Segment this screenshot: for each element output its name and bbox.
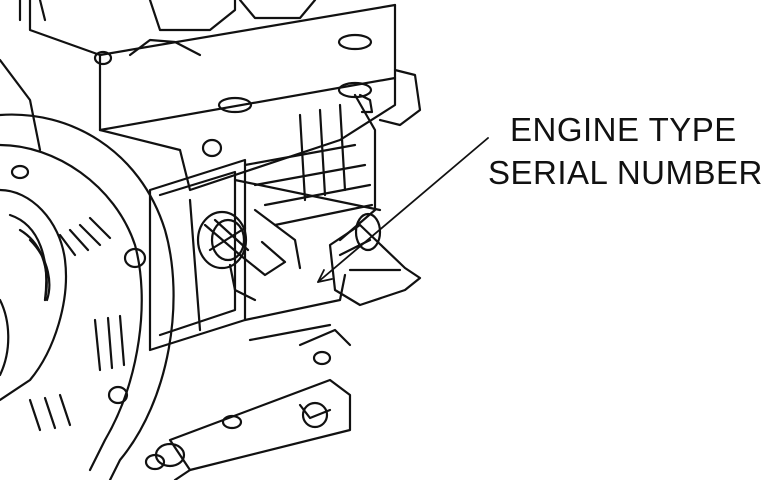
flywheel-cover (0, 58, 175, 480)
top-housing (18, 0, 397, 192)
leader-arrow (317, 137, 489, 283)
crankcase-face (148, 138, 382, 352)
callout-label: ENGINE TYPE SERIAL NUMBER (488, 108, 763, 194)
mounting-base (144, 328, 352, 480)
callout-line-serial-number: SERIAL NUMBER (488, 154, 763, 191)
oil-cap (196, 208, 302, 302)
side-fins (243, 68, 422, 242)
callout-line-engine-type: ENGINE TYPE (510, 111, 737, 148)
